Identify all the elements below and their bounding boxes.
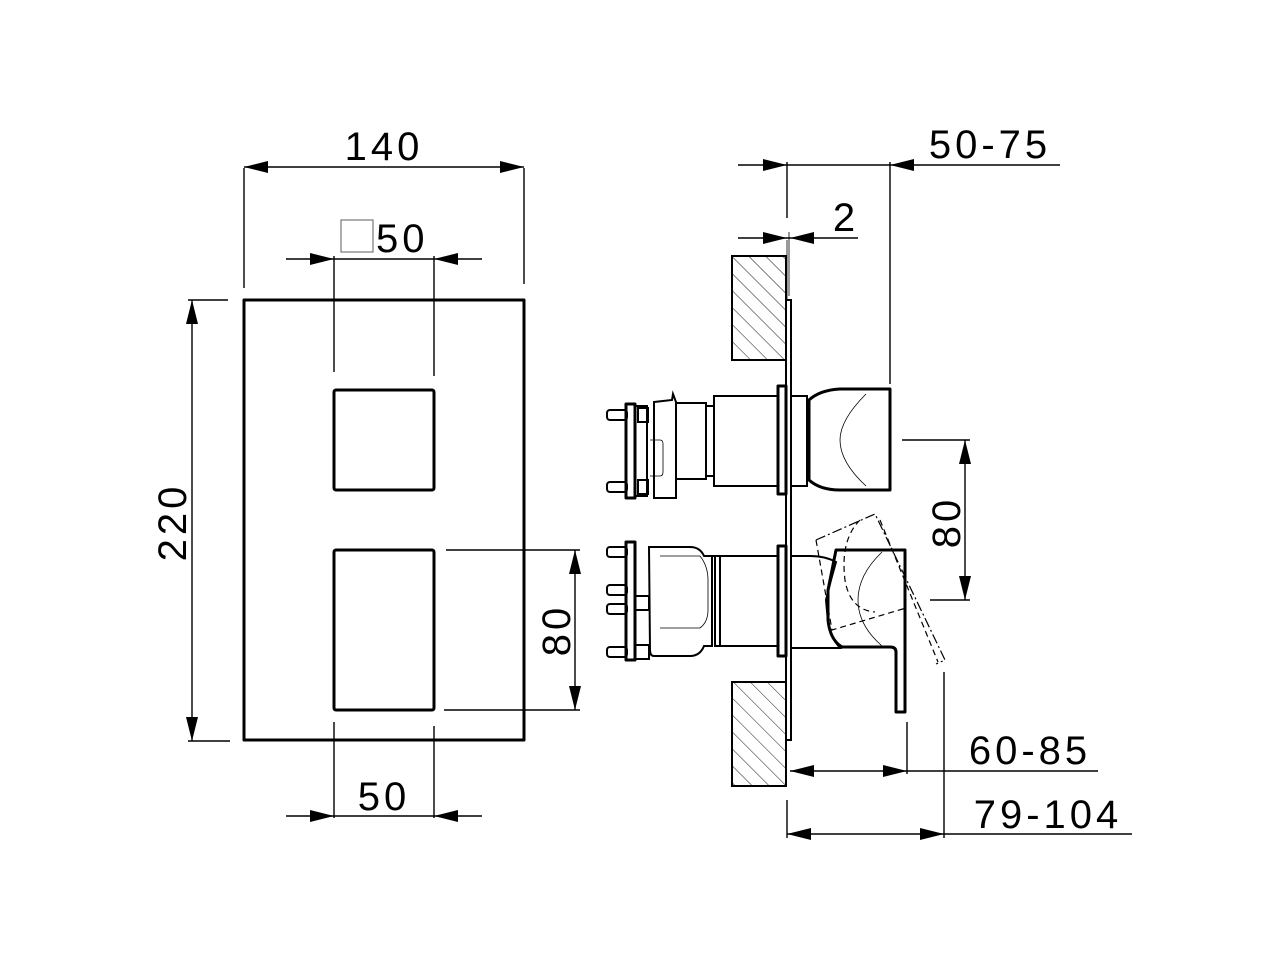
dimension-height-220: 220 — [151, 299, 230, 742]
dim-label-window-height: 80 — [535, 604, 579, 657]
dimension-lever-60-85: 60-85 — [790, 722, 1098, 777]
dimension-handle-spacing-80: 80 — [902, 439, 971, 601]
lower-lever-handle — [826, 548, 907, 714]
lower-control-window — [332, 548, 436, 712]
dim-label-total: 79-104 — [974, 793, 1123, 837]
dimension-bottom-50: 50 — [286, 722, 482, 822]
dimension-square-50: 50 — [286, 217, 482, 376]
dim-label-height: 220 — [151, 483, 195, 562]
square-symbol-icon — [340, 219, 374, 253]
rotated-handle-ghost — [815, 513, 946, 665]
lower-valve-body — [606, 513, 946, 714]
wall-section-bottom — [731, 681, 787, 787]
front-view: 140 50 220 80 — [151, 125, 581, 822]
dim-label-spacing: 80 — [925, 496, 969, 549]
dim-label-square: 50 — [376, 217, 429, 261]
dim-label-lever: 60-85 — [969, 729, 1091, 773]
dimension-plate-thickness-2: 2 — [738, 196, 859, 296]
dimension-window-80: 80 — [444, 549, 581, 711]
upper-valve-body — [606, 384, 892, 500]
cover-plate-outline — [242, 298, 526, 742]
upper-control-window — [332, 388, 436, 492]
dimension-total-79-104: 79-104 — [786, 672, 1132, 840]
dim-label-projection: 50-75 — [929, 123, 1051, 167]
wall-section-top — [731, 255, 787, 361]
dim-label-bottom-width: 50 — [358, 775, 411, 819]
upper-handle-knob — [807, 387, 892, 492]
dimension-projection-50-75: 50-75 — [738, 123, 1060, 384]
dim-label-thickness: 2 — [833, 196, 859, 240]
cover-plate-side — [785, 299, 792, 741]
dimension-width-140: 140 — [243, 125, 525, 288]
dim-label-width: 140 — [345, 125, 424, 169]
side-view: 50-75 2 80 60-85 — [606, 123, 1132, 840]
